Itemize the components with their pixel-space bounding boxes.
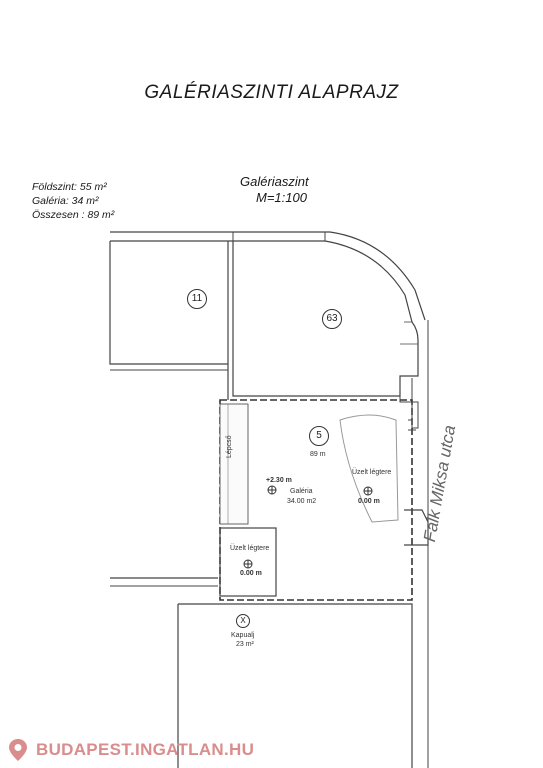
- gateway-area: 23 m²: [236, 641, 254, 648]
- area-summary: Földszint: 55 m² Galéria: 34 m² Összesen…: [32, 180, 114, 222]
- top-boundary-wall: [110, 231, 426, 321]
- unit-11-outline: [109, 241, 229, 400]
- footer-watermark: BUDAPEST.INGATLAN.HU: [0, 734, 290, 768]
- stairs: [219, 403, 249, 525]
- gallery-edge-curve: [339, 414, 399, 523]
- ground-floor-area: Földszint: 55 m²: [32, 181, 107, 193]
- airspace-left-level: 0.00 m: [240, 570, 262, 577]
- brand-text[interactable]: BUDAPEST.INGATLAN.HU: [36, 740, 255, 759]
- gateway-outline: [177, 603, 413, 768]
- unit-11-number: 11: [187, 289, 207, 309]
- gallery-area-summary: Galéria: 34 m²: [32, 195, 99, 207]
- stairs-label: Lépcső: [226, 435, 233, 458]
- scale-label: M=1:100: [256, 190, 307, 205]
- unit-63-number: 63: [322, 309, 342, 329]
- unit-5-area: 89 m: [310, 451, 326, 458]
- gateway-name: Kapualj: [231, 632, 255, 639]
- airspace-right-label: Üzelt légtere: [352, 469, 392, 476]
- total-area: Összesen : 89 m²: [32, 209, 115, 221]
- gateway-mark: X: [236, 614, 250, 628]
- location-pin-icon: [9, 739, 27, 761]
- top-boundary-wall-inner: [110, 240, 413, 323]
- plan-title: GALÉRIASZINTI ALAPRAJZ: [144, 82, 399, 103]
- lower-airspace-room: [219, 527, 277, 597]
- unit-5-number: 5: [309, 426, 329, 446]
- airspace-left-label: Üzelt légtere: [230, 545, 270, 552]
- gallery-name: Galéria: [290, 488, 313, 495]
- level-heading: Galériaszint M=1:100: [240, 174, 309, 206]
- level-name: Galériaszint: [240, 174, 309, 189]
- gallery-level-label: +2.30 m: [266, 477, 292, 484]
- airspace-right-level: 0.00 m: [358, 498, 380, 505]
- level-mark-right: [363, 486, 373, 496]
- gallery-area: 34.00 m2: [287, 498, 317, 505]
- level-mark-left: [243, 559, 253, 569]
- level-mark-gallery: [267, 485, 277, 495]
